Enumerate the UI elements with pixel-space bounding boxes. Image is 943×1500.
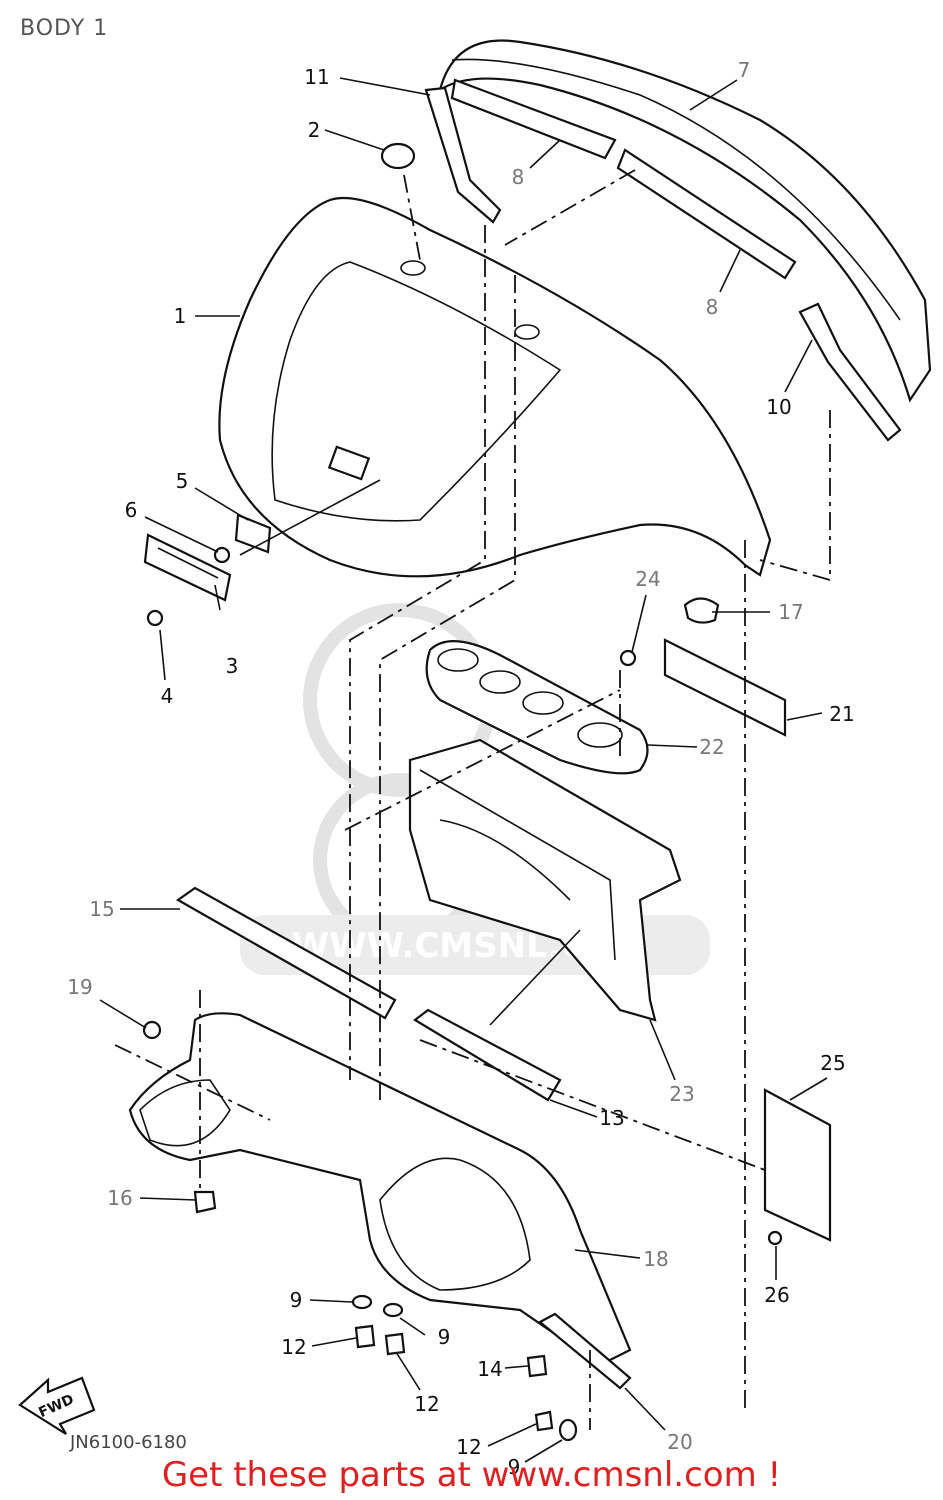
part-13-trim-rail [413, 1008, 562, 1102]
callout-22: 22 [699, 735, 724, 759]
callout-4: 4 [161, 684, 174, 708]
leader-lines [99, 77, 828, 1463]
callout-8: 8 [512, 165, 525, 189]
part-18-front-cowl [128, 1012, 632, 1367]
callout-12: 12 [281, 1335, 306, 1359]
diagram-code: JN6100-6180 [70, 1432, 187, 1453]
callout-24: 24 [635, 567, 660, 591]
part-23-storage-tray [408, 738, 682, 1022]
part-25-plate [763, 1088, 832, 1242]
callout-25: 25 [820, 1051, 845, 1075]
callout-23: 23 [669, 1082, 694, 1106]
callout-14: 14 [477, 1357, 502, 1381]
callout-6: 6 [125, 498, 138, 522]
callout-16: 16 [107, 1186, 132, 1210]
callout-20: 20 [667, 1430, 692, 1454]
callout-10: 10 [766, 395, 791, 419]
callout-21: 21 [829, 702, 854, 726]
part-10-bracket [798, 302, 902, 442]
callout-labels: 1234567889991011121212131415161718192021… [67, 58, 854, 1479]
callout-9: 9 [438, 1325, 451, 1349]
assembly-lines [114, 169, 831, 1430]
part-20-strip [538, 1312, 632, 1390]
part-26-clip [767, 1230, 783, 1246]
callout-18: 18 [643, 1247, 668, 1271]
part-5-clip [234, 513, 272, 554]
callout-9: 9 [290, 1288, 303, 1312]
part-2-cap [380, 142, 416, 170]
callout-7: 7 [738, 58, 751, 82]
fwd-arrow-icon: FWD [18, 1376, 96, 1435]
part-4-screw [146, 609, 164, 627]
callout-26: 26 [764, 1283, 789, 1307]
part-15-trim-rail [175, 886, 397, 1020]
callout-1: 1 [174, 304, 187, 328]
callout-17: 17 [778, 600, 803, 624]
part-22-cup-holder [425, 640, 649, 775]
callout-3: 3 [226, 654, 239, 678]
callout-2: 2 [308, 118, 321, 142]
part-1-rear-body [218, 196, 772, 578]
callout-12: 12 [414, 1392, 439, 1416]
callout-9: 9 [508, 1455, 521, 1479]
callout-8: 8 [706, 295, 719, 319]
part-21-panel [663, 638, 787, 737]
callout-15: 15 [89, 897, 114, 921]
part-3-emblem [143, 533, 232, 602]
callout-11: 11 [304, 65, 329, 89]
callout-13: 13 [599, 1106, 624, 1130]
part-24-screw [619, 649, 637, 667]
callout-12: 12 [456, 1435, 481, 1459]
small-fasteners [142, 1020, 578, 1442]
part-7-rear-rail [438, 39, 932, 403]
part-6-screw [213, 546, 231, 564]
callout-19: 19 [67, 975, 92, 999]
callout-5: 5 [176, 469, 189, 493]
part-8-trim-strips [450, 78, 797, 280]
promo-link-text[interactable]: Get these parts at www.cmsnl.com ! [161, 1455, 782, 1495]
page-title: BODY 1 [20, 16, 109, 41]
part-17-grommet [683, 597, 720, 624]
part-11-bracket [424, 86, 502, 224]
